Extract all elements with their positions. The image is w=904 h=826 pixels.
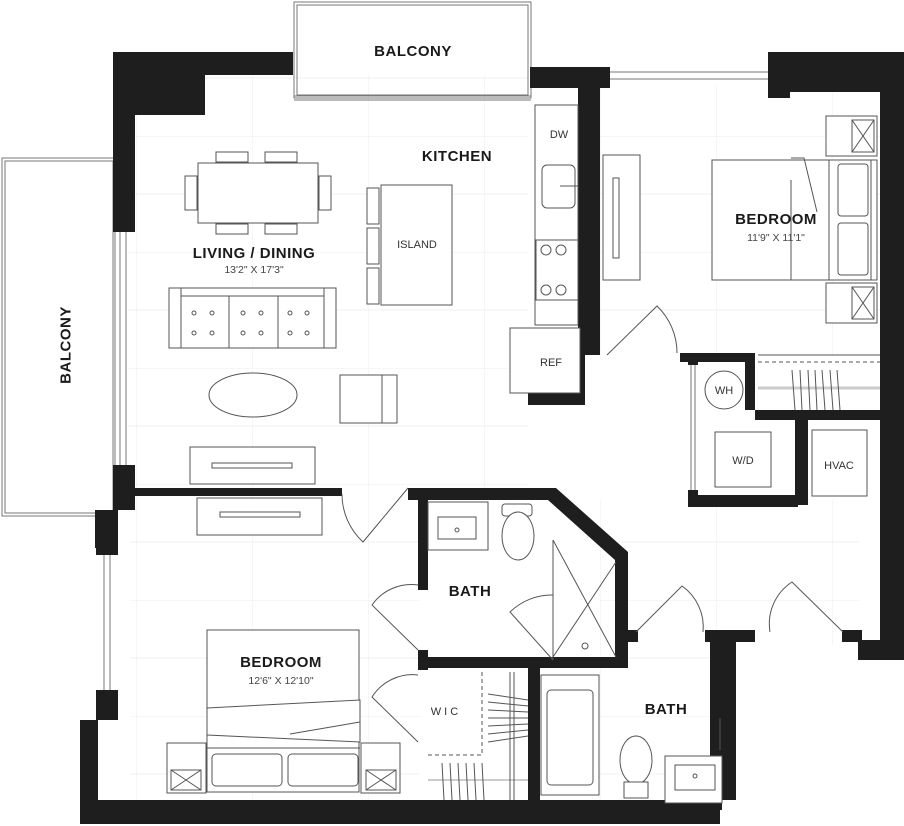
walk-in-closet <box>428 672 529 801</box>
fixture-label-washer-dryer: W/D <box>732 455 754 467</box>
bed-bedroom-1 <box>711 157 878 281</box>
armchair <box>339 374 398 424</box>
fixture-label-water-heater: WH <box>714 385 734 397</box>
nightstand-bedroom-1 <box>825 115 878 324</box>
room-label-bath-2: BATH <box>644 701 688 718</box>
bath-2-fixtures <box>540 674 723 804</box>
kitchen-island <box>366 184 453 306</box>
room-dimensions-living-dining: 13'2" X 17'3" <box>224 264 284 276</box>
room-dimensions-bedroom-2: 12'6" X 12'10" <box>248 675 314 687</box>
dresser-bedroom-2 <box>196 497 323 536</box>
coffee-table <box>208 372 298 418</box>
bed-bedroom-2 <box>206 629 361 793</box>
balcony-left-outline <box>1 157 127 517</box>
room-label-living-dining: LIVING / DINING <box>192 245 316 262</box>
room-label-bedroom-1: BEDROOM <box>735 211 817 228</box>
washer-dryer-outline <box>714 431 772 488</box>
fixture-label-refrigerator: REF <box>540 357 562 369</box>
balcony-top-outline <box>293 1 532 101</box>
walls <box>80 52 904 824</box>
room-label-bedroom-2: BEDROOM <box>240 654 322 671</box>
tv-console-living <box>189 446 316 485</box>
kitchen-counter <box>509 104 581 394</box>
bath-1-fixtures <box>427 501 617 661</box>
fixture-label-dishwasher: DW <box>549 129 569 141</box>
dresser-bedroom-1 <box>602 154 641 281</box>
sofa <box>168 287 337 349</box>
hvac-outline <box>811 429 868 497</box>
room-label-kitchen: KITCHEN <box>421 148 493 165</box>
doors <box>341 305 844 743</box>
room-label-balcony-top: BALCONY <box>374 43 452 60</box>
water-heater-outline <box>704 370 744 410</box>
dining-table <box>184 151 332 235</box>
fixture-label-island: ISLAND <box>397 239 437 251</box>
fixture-label-hvac: HVAC <box>824 460 854 472</box>
window-bedroom-1 <box>610 71 768 80</box>
room-label-balcony-left: BALCONY <box>57 306 75 384</box>
closet-bedroom-1 <box>758 354 880 411</box>
room-dimensions-bedroom-1: 11'9" X 11'1" <box>747 232 805 244</box>
nightstand-bedroom-2 <box>166 742 401 794</box>
room-label-bath-1: BATH <box>448 583 492 600</box>
fixture-label-wic: WIC <box>430 706 462 718</box>
